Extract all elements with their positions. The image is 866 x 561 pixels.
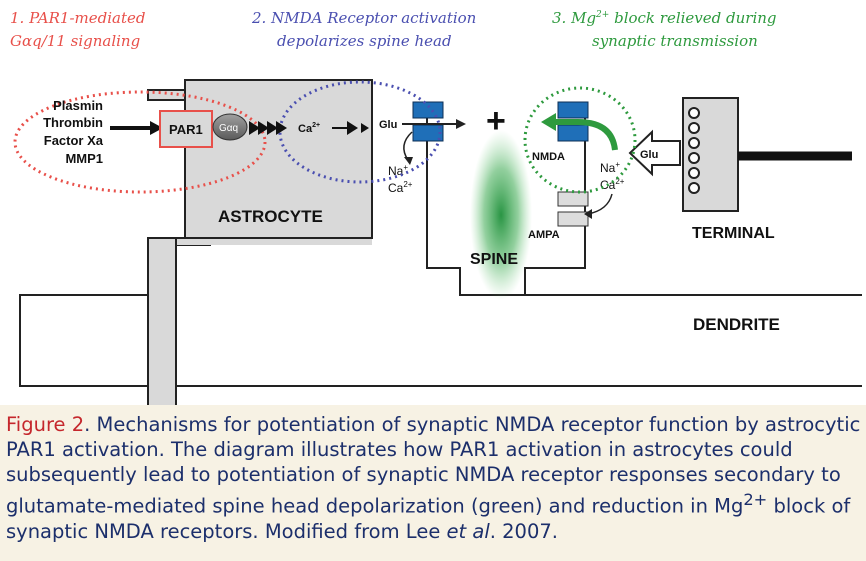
galpha-q-protein — [212, 113, 248, 141]
agonist-list: Plasmin Thrombin Factor Xa MMP1 — [43, 98, 104, 166]
agonist-mmp1: MMP1 — [65, 151, 103, 166]
step1-ellipse — [13, 90, 267, 194]
step2-ellipse — [278, 80, 442, 184]
ampa-receptor-top — [557, 191, 589, 207]
caption-sup: 2+ — [743, 490, 768, 509]
agonist-factor-xa: Factor Xa — [44, 133, 104, 148]
ca-left-label: Ca2+ — [388, 180, 413, 195]
caption-text-2: block of synaptic NMDA receptors. Modifi… — [6, 494, 851, 543]
step3-header-line1: 3. Mg2+ block relieved during — [552, 9, 777, 27]
caption-etal: et al — [446, 519, 490, 543]
astrocyte-label: ASTROCYTE — [218, 207, 323, 226]
na-left-label: Na+ — [388, 163, 408, 178]
ca-right-label: Ca2+ — [600, 177, 625, 192]
agonist-plasmin: Plasmin — [53, 98, 103, 113]
figure-label: Figure 2 — [6, 413, 85, 436]
glu-left-label: Glu — [379, 119, 397, 131]
ampa-receptor-bottom — [557, 211, 589, 227]
signaling-arrowheads — [249, 121, 287, 135]
caption-text-3: . 2007. — [489, 519, 558, 543]
mg-relief-arrow — [552, 119, 618, 151]
figure-caption: Figure 2. Mechanisms for potentiation of… — [6, 412, 862, 544]
na-right-label: Na+ — [600, 160, 620, 175]
dendrite-label: DENDRITE — [693, 315, 780, 334]
glu-release-arrow — [628, 129, 681, 177]
mechanism-diagram: DENDRITE ASTROCYTE SPINE + NMDA AMPA TER… — [10, 9, 862, 405]
caption-text-1: . Mechanisms for potentiation of synapti… — [6, 413, 861, 518]
step3-header-line2: synaptic transmission — [592, 32, 758, 50]
galpha-q-label: Gαq — [219, 123, 238, 134]
receptor-left-top — [412, 101, 444, 119]
par1-label: PAR1 — [169, 122, 203, 137]
step1-header-line1: 1. PAR1-mediated — [10, 9, 145, 27]
ion-influx-left-arrow — [403, 131, 413, 161]
diagram-panel: DENDRITE ASTROCYTE SPINE + NMDA AMPA TER… — [0, 0, 866, 405]
nmda-label: NMDA — [532, 151, 565, 163]
terminal-label: TERMINAL — [692, 225, 775, 242]
spine-depolarization-glow — [470, 130, 532, 300]
plus-sign: + — [486, 102, 506, 140]
nmda-receptor-top — [557, 101, 589, 119]
step1-header-line2: Gαq/11 signaling — [10, 32, 140, 50]
step2-header-line2: depolarizes spine head — [277, 32, 452, 50]
ca-astro-label: Ca2+ — [298, 122, 320, 135]
glu-right-label: Glu — [640, 149, 658, 161]
vesicles — [688, 107, 700, 194]
ampa-label: AMPA — [528, 229, 560, 241]
nmda-receptor-bottom — [557, 124, 589, 142]
agonist-thrombin: Thrombin — [43, 115, 103, 130]
step3-ellipse — [523, 86, 637, 194]
spine-label: SPINE — [470, 251, 518, 268]
par1-receptor — [159, 110, 213, 148]
step2-header-line1: 2. NMDA Receptor activation — [251, 9, 476, 27]
